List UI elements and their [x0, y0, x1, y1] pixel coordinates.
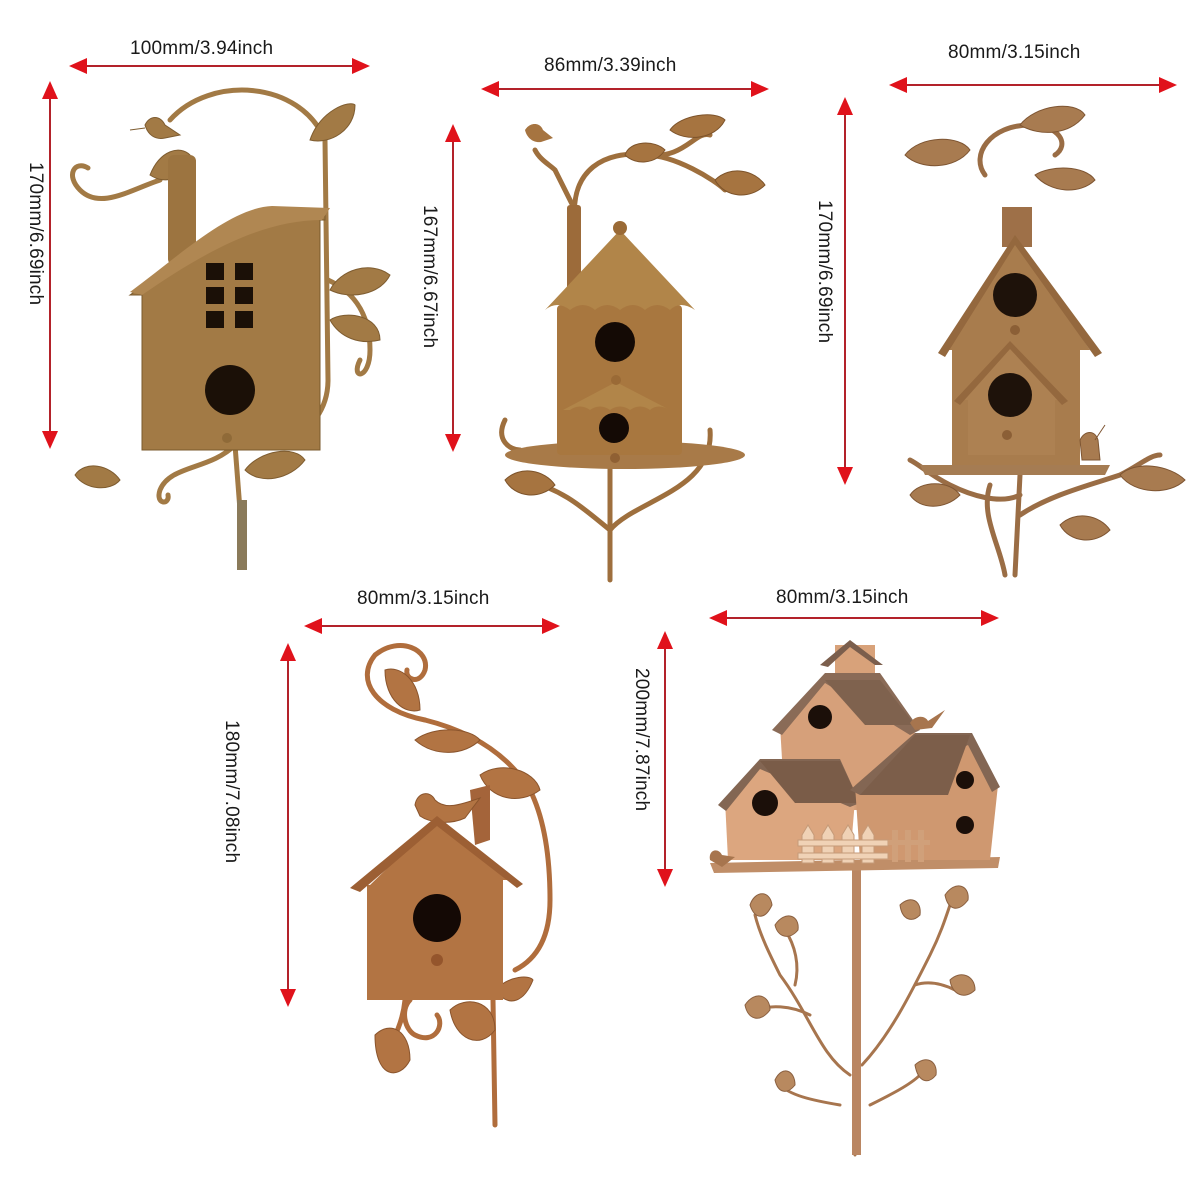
- height-label: 170mm/6.69inch: [814, 200, 835, 344]
- width-arrow: [709, 610, 999, 626]
- width-label: 80mm/3.15inch: [948, 42, 1081, 63]
- height-arrow: [42, 81, 58, 449]
- birdhouse-1-image: [70, 87, 391, 570]
- height-label: 170mm/6.69inch: [25, 162, 46, 306]
- birdhouse-4-image: [350, 643, 553, 1128]
- width-arrow: [889, 77, 1177, 93]
- width-label: 80mm/3.15inch: [357, 588, 490, 609]
- height-arrow: [837, 97, 853, 485]
- entrance-hole: [205, 365, 255, 415]
- height-arrow: [445, 124, 461, 452]
- width-label: 86mm/3.39inch: [544, 55, 677, 76]
- birdhouse-2-image: [499, 114, 766, 583]
- height-arrow: [280, 643, 296, 1007]
- width-arrow: [304, 618, 560, 634]
- height-label: 200mm/7.87inch: [631, 668, 652, 812]
- birdhouse-3-image: [904, 105, 1186, 578]
- width-label: 100mm/3.94inch: [130, 38, 274, 59]
- width-arrow: [69, 58, 370, 74]
- width-label: 80mm/3.15inch: [776, 587, 909, 608]
- height-label: 167mm/6.67inch: [419, 205, 440, 349]
- height-arrow: [657, 631, 673, 887]
- birdhouse-5-image: [709, 640, 1000, 1157]
- width-arrow: [481, 81, 769, 97]
- height-label: 180mm/7.08inch: [221, 720, 242, 864]
